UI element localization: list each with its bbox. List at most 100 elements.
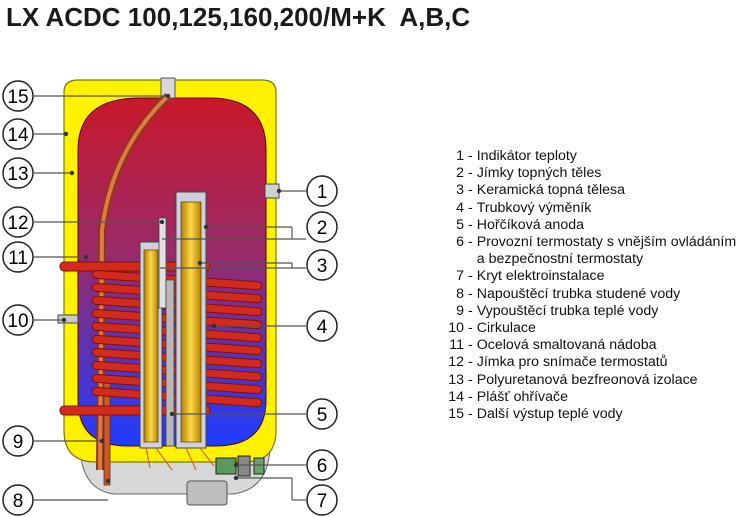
legend-number: 5: [456, 216, 464, 233]
legend-number: 9: [456, 302, 464, 319]
legend-dash: -: [468, 234, 473, 251]
wiring: [145, 447, 215, 471]
callout-4: 4: [306, 310, 338, 342]
legend-text: Plášť ohřívače: [476, 388, 569, 405]
legend-item: 11-Ocelová smaltovaná nádoba: [438, 337, 736, 354]
legend-item: 8-Napouštěcí trubka studené vody: [438, 286, 736, 303]
legend-text: Polyuretanová bezfreonová izolace: [476, 371, 698, 388]
legend-number: 8: [456, 285, 464, 302]
legend-text: Jímky topných těles: [476, 165, 602, 182]
callout-5: 5: [306, 398, 338, 430]
callout-3: 3: [306, 249, 338, 281]
legend-text: Hořčíková anoda: [476, 216, 584, 233]
legend-text: Provozní termostaty s vnějším ovládáním: [476, 234, 737, 251]
callout-label: 1: [317, 182, 328, 203]
legend-number: 11: [449, 337, 464, 354]
legend-number: 7: [456, 268, 464, 285]
legend-item: 1-Indikátor teploty: [438, 148, 736, 165]
callout-label: 11: [8, 248, 28, 269]
leader-lines: [34, 95, 306, 501]
legend-item: 12-Jímka pro snímače termostatů: [438, 354, 736, 371]
legend-number: 4: [456, 199, 464, 216]
legend-dash: -: [468, 182, 473, 199]
legend-text: Indikátor teploty: [476, 148, 577, 164]
legend-number: 12: [448, 354, 464, 371]
callout-label: 7: [317, 491, 328, 512]
legend-text: Ocelová smaltovaná nádoba: [476, 337, 657, 354]
legend-item: 9-Vypouštěcí trubka teplé vody: [438, 303, 736, 320]
callout-8: 8: [2, 484, 34, 516]
legend-dash: -: [468, 302, 473, 319]
legend-item: 0-a bezpečnostní termostaty: [438, 251, 736, 268]
callout-label: 8: [13, 491, 24, 512]
callout-label: 5: [317, 405, 328, 426]
legend-dash: -: [468, 354, 473, 371]
callout-label: 10: [7, 311, 28, 332]
legend-dash: -: [468, 268, 473, 285]
legend-item: 14-Plášť ohřívače: [438, 389, 736, 406]
legend-text: Jímka pro snímače termostatů: [476, 354, 668, 371]
legend-item: 4-Trubkový výměník: [438, 200, 736, 217]
legend-number: 1: [456, 148, 464, 164]
legend-number: 6: [456, 234, 464, 251]
legend-number: 10: [448, 320, 464, 337]
callout-7: 7: [306, 484, 338, 516]
legend-item: 15-Další výstup teplé vody: [438, 406, 736, 423]
legend-dash: -: [468, 388, 473, 405]
legend-text: Kryt elektroinstalace: [476, 268, 605, 285]
legend-dash: -: [468, 320, 473, 337]
callout-label: 9: [13, 432, 24, 453]
thermostat-block: [215, 457, 237, 475]
legend-item: 2-Jímky topných těles: [438, 165, 736, 182]
legend-text: Trubkový výměník: [476, 199, 592, 216]
legend-text: Keramická topná tělesa: [476, 182, 625, 199]
callout-10: 10: [2, 304, 34, 336]
legend-number: 15: [448, 406, 464, 423]
legend-dash: -: [468, 216, 473, 233]
legend-text: Cirkulace: [476, 320, 536, 337]
electrical-cover: [186, 480, 228, 506]
legend-number: 14: [448, 388, 464, 405]
legend-item: 7-Kryt elektroinstalace: [438, 268, 736, 285]
legend-dash: -: [468, 285, 473, 302]
legend-text: Napouštěcí trubka studené vody: [476, 285, 681, 302]
callout-label: 3: [317, 256, 328, 277]
legend-number: 13: [448, 371, 464, 388]
callout-15: 15: [2, 80, 34, 112]
legend-dash: -: [468, 199, 473, 216]
legend-item: 6-Provozní termostaty s vnějším ovládání…: [438, 234, 736, 251]
callout-6: 6: [306, 449, 338, 481]
callout-12: 12: [2, 206, 34, 238]
callout-13: 13: [2, 157, 34, 189]
legend-text: a bezpečnostní termostaty: [476, 251, 644, 268]
callout-9: 9: [2, 425, 34, 457]
callout-11: 11: [2, 241, 34, 273]
callout-label: 13: [7, 164, 28, 185]
legend-dash: -: [468, 371, 473, 388]
legend-item: 5-Hořčíková anoda: [438, 217, 736, 234]
legend-text: Vypouštěcí trubka teplé vody: [476, 302, 659, 319]
callout-2: 2: [306, 211, 338, 243]
callout-label: 14: [7, 125, 29, 146]
callout-label: 6: [317, 456, 328, 477]
legend-dash: -: [468, 148, 473, 164]
callout-label: 2: [317, 218, 328, 239]
callout-label: 12: [7, 213, 28, 234]
legend-number: 2: [456, 165, 464, 182]
sensor-well: [158, 217, 167, 309]
legend-text: Další výstup teplé vody: [476, 406, 623, 423]
leader-dots: [61, 93, 282, 484]
legend-item: 3-Keramická topná tělesa: [438, 182, 736, 199]
legend-dash: -: [468, 406, 473, 423]
page-title: LX ACDC 100,125,160,200/M+K A,B,C: [6, 2, 471, 32]
callout-label: 15: [7, 87, 28, 108]
legend-number: 3: [456, 182, 464, 199]
magnesium-anode: [165, 279, 175, 447]
ceramic-heater-short: [143, 249, 159, 443]
circulation-port: [57, 314, 79, 324]
legend-item: 13-Polyuretanová bezfreonová izolace: [438, 372, 736, 389]
callout-label: 4: [317, 317, 328, 338]
legend-item: 10-Cirkulace: [438, 320, 736, 337]
